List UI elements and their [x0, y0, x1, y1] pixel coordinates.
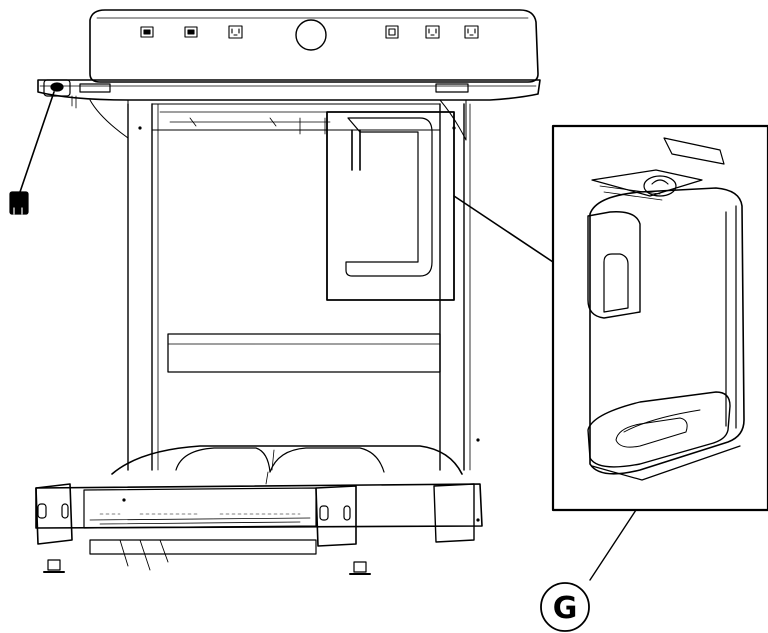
plug-icon [9, 191, 29, 215]
power-cord [9, 91, 55, 215]
desk-top [37, 9, 541, 141]
callout-g: G [540, 509, 637, 632]
callout-circle [540, 582, 590, 632]
cpu-holder-bracket [587, 137, 745, 481]
callout-connector-line [453, 195, 554, 263]
callout-leader-line [589, 509, 637, 581]
outlet-row [140, 25, 479, 39]
callout-label: G [553, 591, 578, 626]
control-knob [295, 19, 327, 51]
treadmill-base [35, 445, 483, 575]
frame [122, 103, 480, 522]
detail-zoom-box [551, 124, 768, 512]
detail-source-box [326, 111, 455, 301]
